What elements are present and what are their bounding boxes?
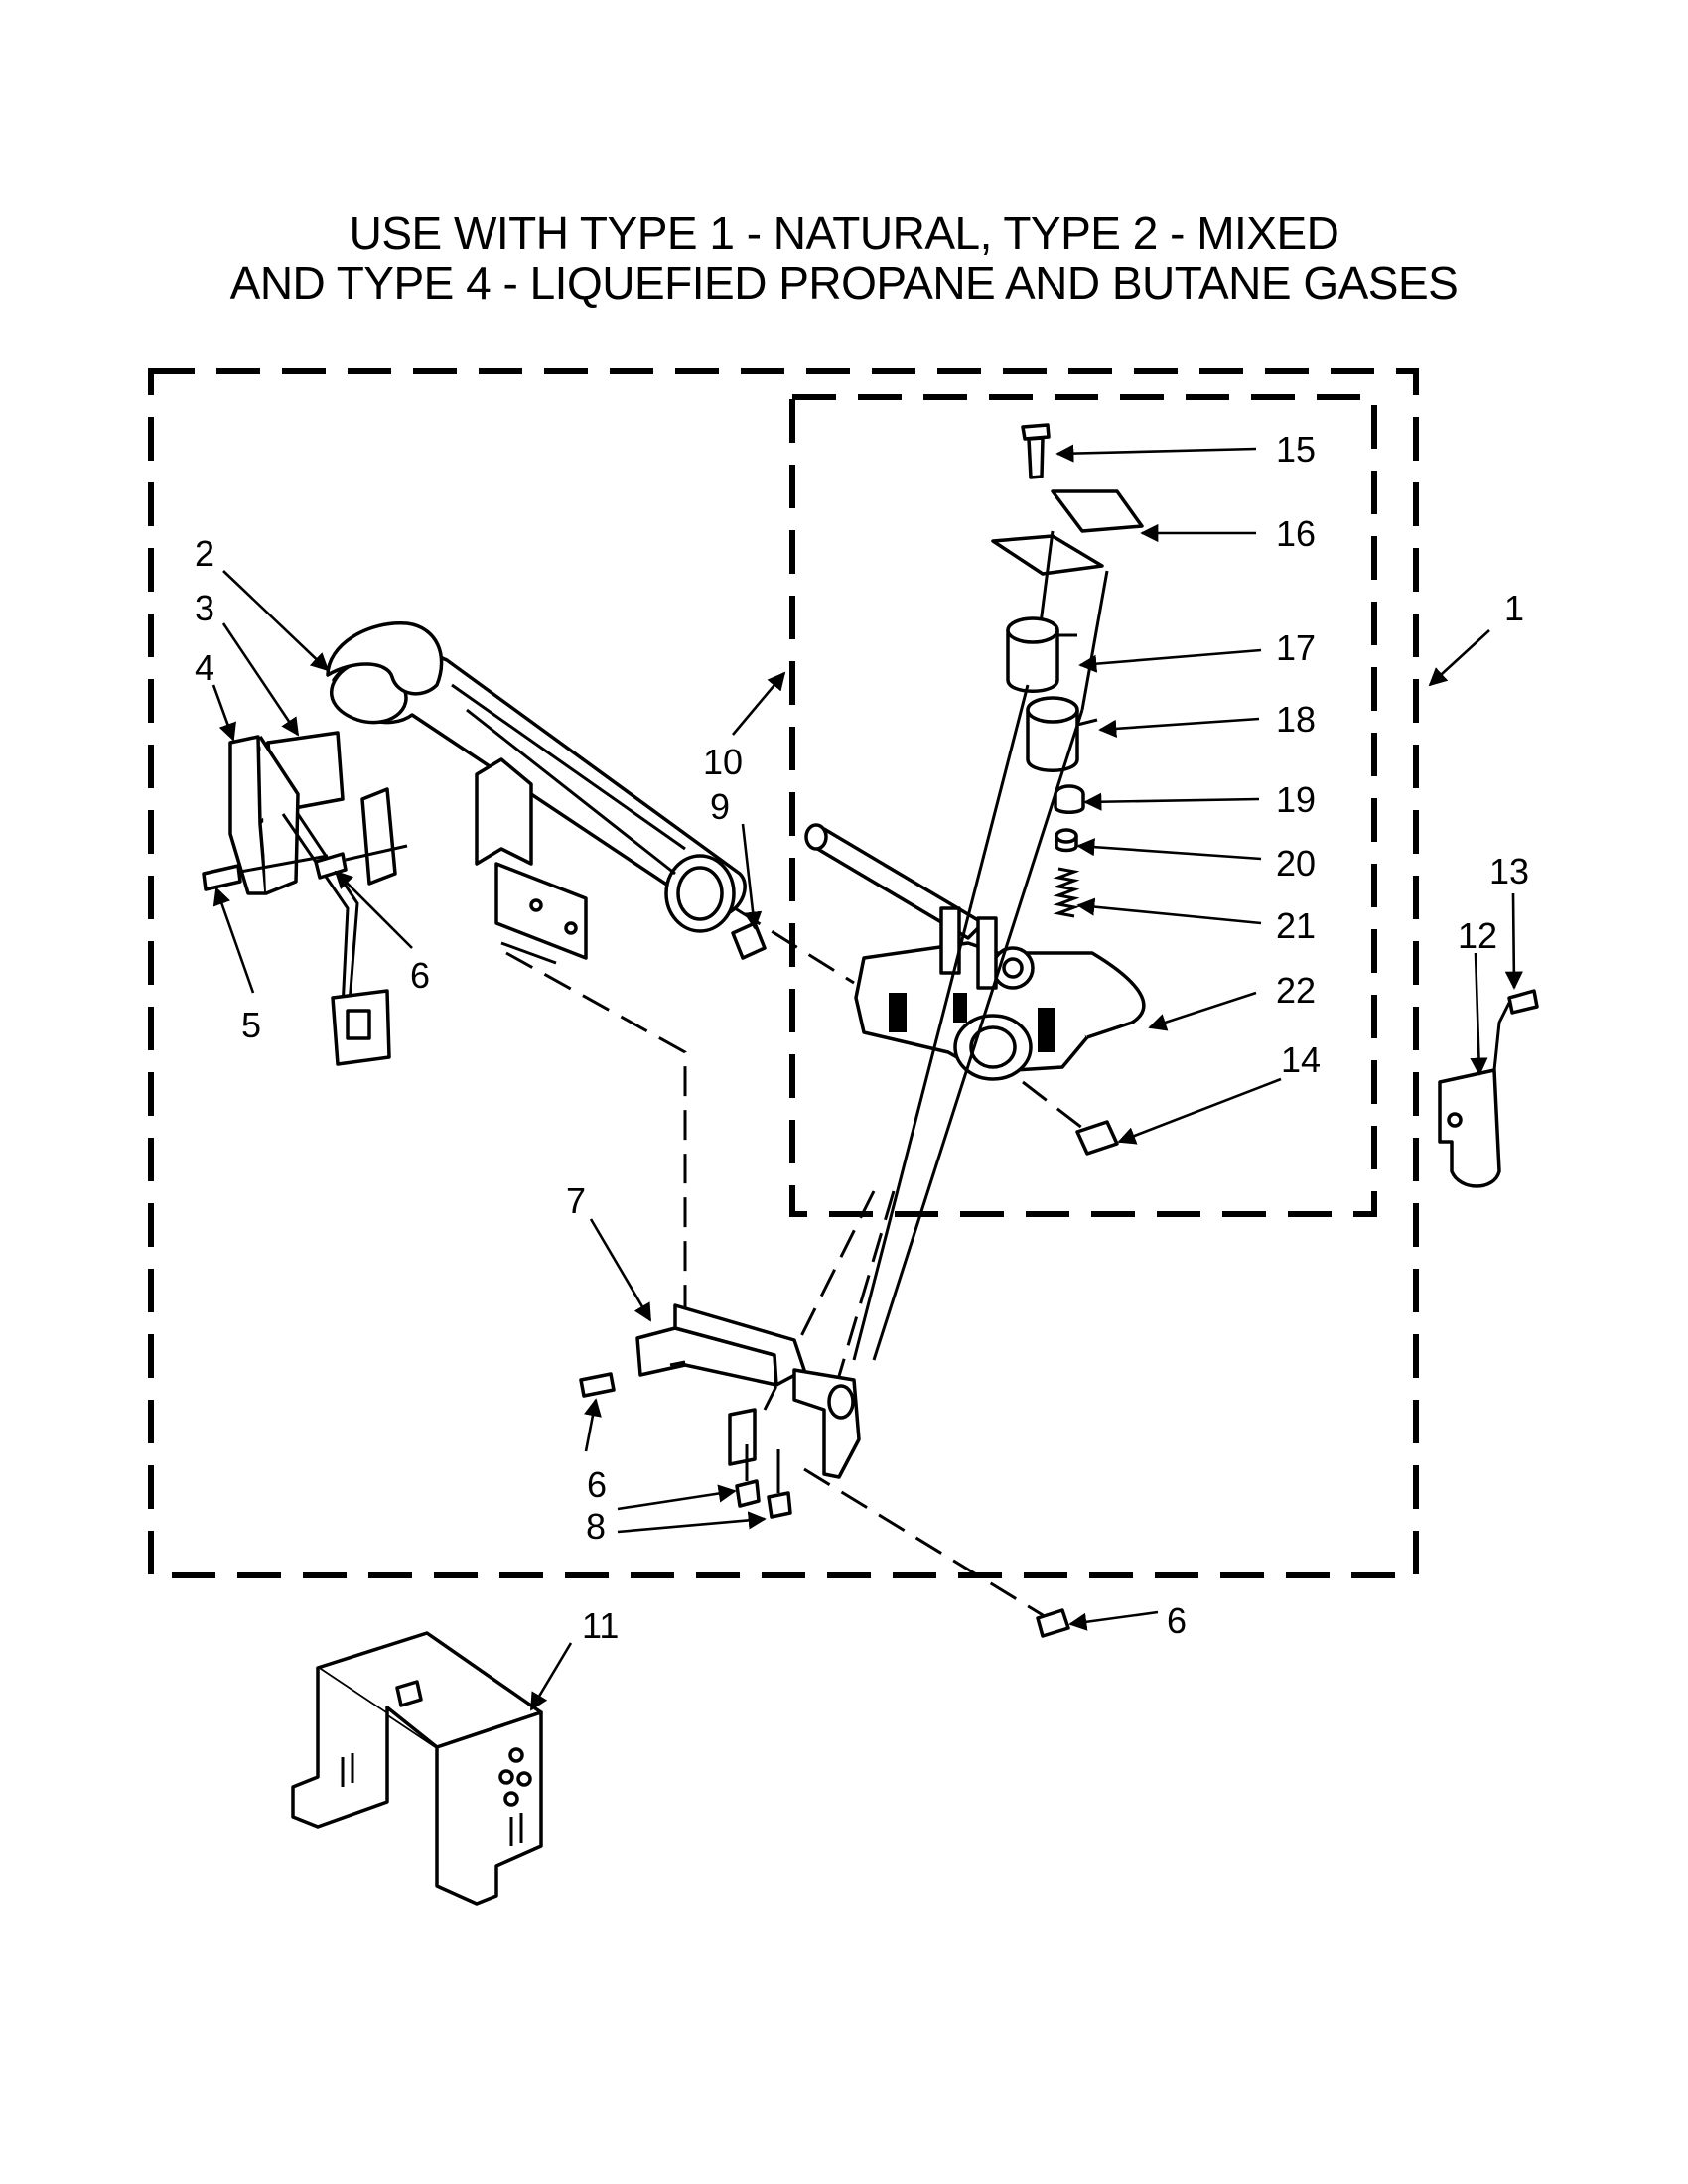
base-bracket-11: [291, 1631, 543, 1906]
callout-3: 3: [195, 588, 214, 628]
centerline-burner: [505, 951, 687, 1310]
callout-22: 22: [1276, 970, 1316, 1011]
screw-6-bracket: [579, 1372, 616, 1398]
screws-8: [735, 1444, 792, 1519]
burner-bracket: [475, 757, 588, 965]
orifice-9: [731, 921, 767, 960]
callout-17: 17: [1276, 627, 1316, 668]
screw-6-lower: [1036, 1608, 1070, 1638]
callout-8: 8: [586, 1506, 606, 1547]
callout-6-upper: 6: [410, 955, 430, 996]
callout-19: 19: [1276, 779, 1316, 820]
valve-guide-line-b: [872, 709, 1084, 1361]
igniter-bracket: [228, 735, 391, 1066]
clamp-12: [1438, 1002, 1511, 1188]
screw-5: [202, 854, 329, 891]
valve-posts: [939, 906, 998, 990]
callout-7: 7: [566, 1180, 586, 1221]
screw-15: [1021, 423, 1051, 479]
callout-6-lower: 6: [1167, 1600, 1187, 1641]
diagram-title-line-2: AND TYPE 4 - LIQUEFIED PROPANE AND BUTAN…: [229, 257, 1459, 309]
mounting-bracket-7: [635, 1303, 861, 1479]
callout-18: 18: [1276, 699, 1316, 740]
callout-10: 10: [703, 742, 743, 782]
cap-19: [1054, 784, 1085, 814]
plunger-20: [1055, 828, 1078, 853]
diagram-title-line-1: USE WITH TYPE 1 - NATURAL, TYPE 2 - MIXE…: [349, 207, 1339, 259]
coil-18: [1026, 696, 1098, 772]
callout-2: 2: [195, 533, 214, 574]
callout-20: 20: [1276, 843, 1316, 884]
callout-9: 9: [710, 786, 730, 827]
callout-5: 5: [241, 1005, 261, 1045]
callout-4: 4: [195, 647, 214, 688]
valve-assembly-boundary: [789, 394, 1377, 1217]
outer-assembly-boundary: [148, 368, 1419, 1578]
spring-21: [1053, 867, 1080, 918]
nut-14: [1075, 1120, 1119, 1156]
callout-13: 13: [1489, 851, 1529, 891]
callout-21: 21: [1276, 905, 1316, 946]
callout-11: 11: [582, 1605, 619, 1646]
centerline-valve-to-bracket-b: [827, 1190, 896, 1411]
screw-13: [1507, 989, 1539, 1015]
callout-15: 15: [1276, 429, 1316, 470]
callout-1: 1: [1504, 588, 1524, 628]
coil-17: [1006, 616, 1077, 693]
callout-14: 14: [1281, 1039, 1321, 1080]
callout-12: 12: [1458, 915, 1497, 956]
leader-lines: [211, 444, 1523, 1711]
igniter-shield: [326, 621, 444, 696]
callout-6-bracket: 6: [587, 1464, 607, 1505]
burner-tube: [330, 648, 747, 933]
coil-bracket: [991, 489, 1144, 711]
callout-16: 16: [1276, 513, 1316, 554]
centerline-screw-6-lower: [803, 1467, 1049, 1620]
valve-guide-line-a: [852, 684, 1030, 1361]
valve-body: [854, 941, 1146, 1081]
centerline-nut-14: [1022, 1080, 1088, 1134]
